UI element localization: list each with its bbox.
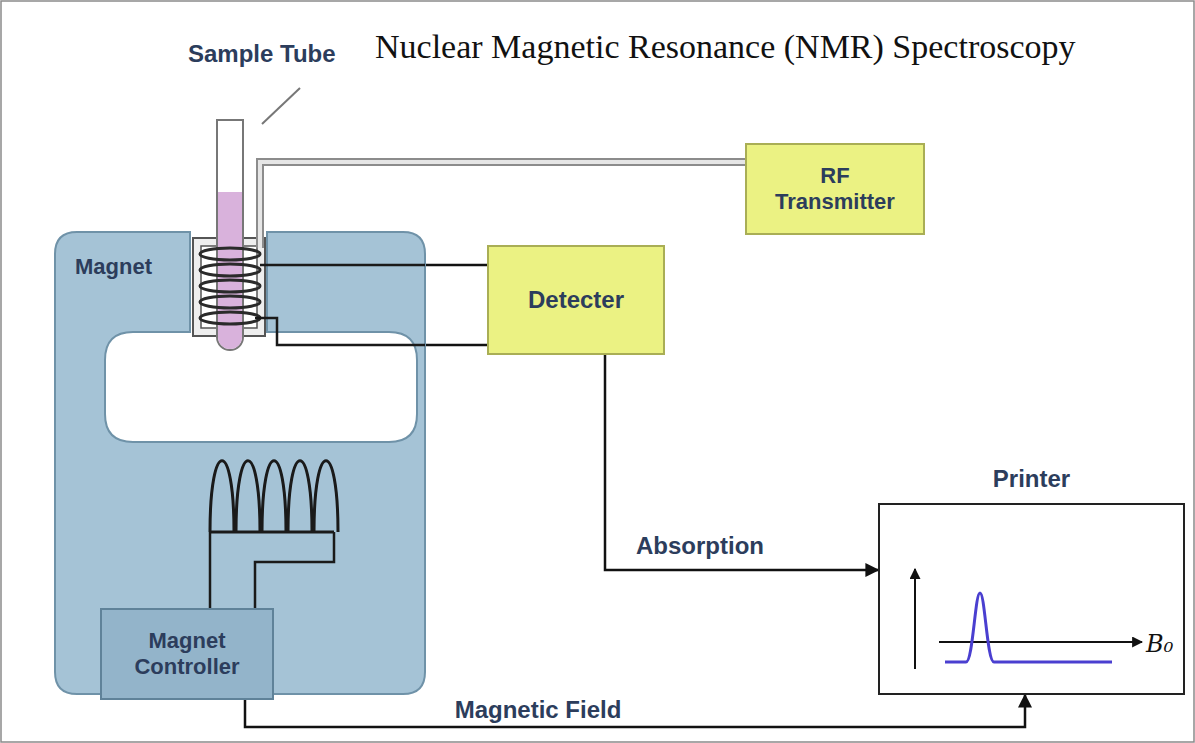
rf-coil-winding (200, 264, 260, 276)
coil-lead-wire (255, 532, 334, 608)
field-coil-loop (210, 461, 234, 532)
y-axis (914, 569, 916, 669)
part-label: Sample Tube (188, 40, 336, 68)
printer-heading: Printer (880, 465, 1183, 494)
wire-line (425, 264, 487, 267)
printer-box: Printer (878, 503, 1185, 695)
node-label: RF Transmitter (768, 163, 903, 216)
spectrum-plot (880, 505, 1183, 693)
x-axis (939, 641, 1142, 643)
node-label: Magnet (75, 254, 152, 280)
arrow-line (605, 355, 878, 570)
diagram-title: Nuclear Magnetic Resonance (NMR) Spectro… (375, 28, 1076, 66)
field-coil-loop (314, 461, 338, 532)
rf-transmitter-box: RF Transmitter (745, 143, 925, 235)
connector-label: Absorption (632, 533, 768, 559)
wire-line (425, 344, 487, 347)
field-coil-loop (262, 461, 286, 532)
rf-coil-winding (200, 248, 260, 260)
wire-inner (260, 162, 745, 232)
leader-line (262, 88, 300, 124)
absorption-peak (945, 593, 1112, 662)
coil-lead-wire (209, 532, 212, 608)
signal-arrow (245, 695, 1025, 727)
rf-wire (258, 232, 262, 248)
field-coil-loop (236, 461, 260, 532)
wire-outer (260, 162, 745, 232)
arrow-line (245, 695, 1025, 727)
rf-coil-winding (200, 296, 260, 308)
field-coil-base (210, 531, 334, 534)
detector-box: Detecter (487, 245, 665, 355)
detector-wire (425, 265, 487, 345)
node-label: Detecter (528, 286, 624, 315)
sample-tube-glass (217, 120, 243, 350)
signal-arrow (605, 355, 878, 570)
node-label: Magnet Controller (112, 628, 262, 681)
detector-wire (255, 318, 425, 345)
detector-wire (260, 264, 425, 267)
axis-label: B₀ (1146, 630, 1173, 658)
rf-coil-winding (200, 312, 260, 324)
connector-label: Magnetic Field (451, 697, 626, 723)
magnet-controller-box: Magnet Controller (100, 608, 274, 700)
rf-coil-winding (200, 280, 260, 292)
rf-wire (260, 162, 745, 232)
rf-wire (256, 232, 264, 248)
field-coil-loop (288, 461, 312, 532)
